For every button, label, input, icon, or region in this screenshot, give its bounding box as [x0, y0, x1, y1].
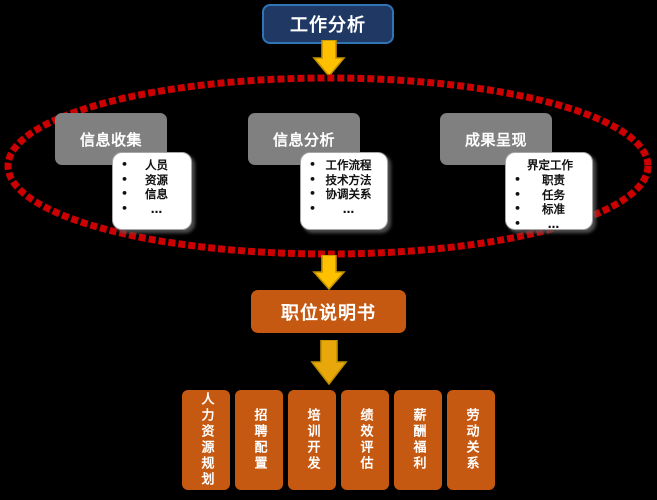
arrow-result-to-modules: [310, 340, 348, 386]
bullet-icon: •: [309, 187, 317, 200]
bullet-icon: •: [514, 187, 522, 201]
list-item: • 资源: [121, 172, 168, 187]
result-box-label: 职位说明书: [281, 302, 376, 324]
list-item: • 信息: [121, 187, 168, 201]
module-box-5[interactable]: 薪酬福利: [394, 390, 442, 490]
title-box[interactable]: 工作分析: [262, 4, 394, 44]
module-box-2[interactable]: 招聘配置: [235, 390, 283, 490]
module-box-6[interactable]: 劳动关系: [447, 390, 495, 490]
list-item: • …: [309, 201, 355, 216]
list-item: • …: [514, 216, 560, 231]
module-box-1[interactable]: 人力资源规划: [182, 390, 230, 490]
phase-details-3-heading: 界定工作: [527, 158, 573, 172]
bullet-icon: •: [309, 158, 317, 171]
phase-details-3[interactable]: 界定工作 • 职责 • 任务 • 标准 • …: [505, 152, 593, 231]
bullet-icon: •: [121, 158, 129, 171]
phase-details-1[interactable]: • 人员 • 资源 • 信息 • …: [112, 152, 192, 230]
result-box[interactable]: 职位说明书: [251, 290, 406, 333]
bullet-icon: •: [309, 201, 317, 215]
module-box-4-label: 绩效评估: [357, 408, 373, 472]
module-box-3-label: 培训开发: [304, 408, 320, 472]
list-item: • 任务: [514, 187, 565, 202]
list-item: • 职责: [514, 173, 565, 187]
phase-box-1-label: 信息收集: [79, 130, 142, 149]
bullet-icon: •: [121, 201, 129, 215]
module-box-3[interactable]: 培训开发: [288, 390, 336, 490]
list-item: • 技术方法: [309, 172, 372, 187]
phase-details-3-list: • 职责 • 任务 • 标准 • …: [514, 173, 586, 231]
list-item: • 工作流程: [309, 158, 372, 172]
arrow-title-to-phases: [312, 40, 346, 78]
module-box-4[interactable]: 绩效评估: [341, 390, 389, 490]
phase-details-2-list: • 工作流程 • 技术方法 • 协调关系 • …: [309, 158, 381, 216]
bullet-icon: •: [309, 172, 317, 186]
bullet-icon: •: [121, 172, 129, 186]
list-item: • 协调关系: [309, 187, 372, 201]
module-box-5-label: 薪酬福利: [410, 408, 426, 472]
bullet-icon: •: [514, 173, 522, 186]
module-box-2-label: 招聘配置: [251, 408, 267, 472]
list-item: • 标准: [514, 202, 565, 216]
phase-box-3-label: 成果呈现: [464, 130, 527, 149]
bullet-icon: •: [514, 202, 522, 215]
arrow-phases-to-result: [312, 255, 346, 291]
list-item: • 人员: [121, 158, 168, 172]
bullet-icon: •: [514, 216, 522, 230]
phase-details-1-list: • 人员 • 资源 • 信息 • …: [121, 158, 185, 216]
module-box-6-label: 劳动关系: [463, 408, 479, 472]
list-item: • …: [121, 201, 163, 216]
module-box-1-label: 人力资源规划: [198, 392, 214, 488]
phase-details-2[interactable]: • 工作流程 • 技术方法 • 协调关系 • …: [300, 152, 388, 230]
title-box-label: 工作分析: [290, 15, 366, 36]
phase-box-2-label: 信息分析: [272, 130, 335, 149]
bullet-icon: •: [121, 187, 129, 200]
